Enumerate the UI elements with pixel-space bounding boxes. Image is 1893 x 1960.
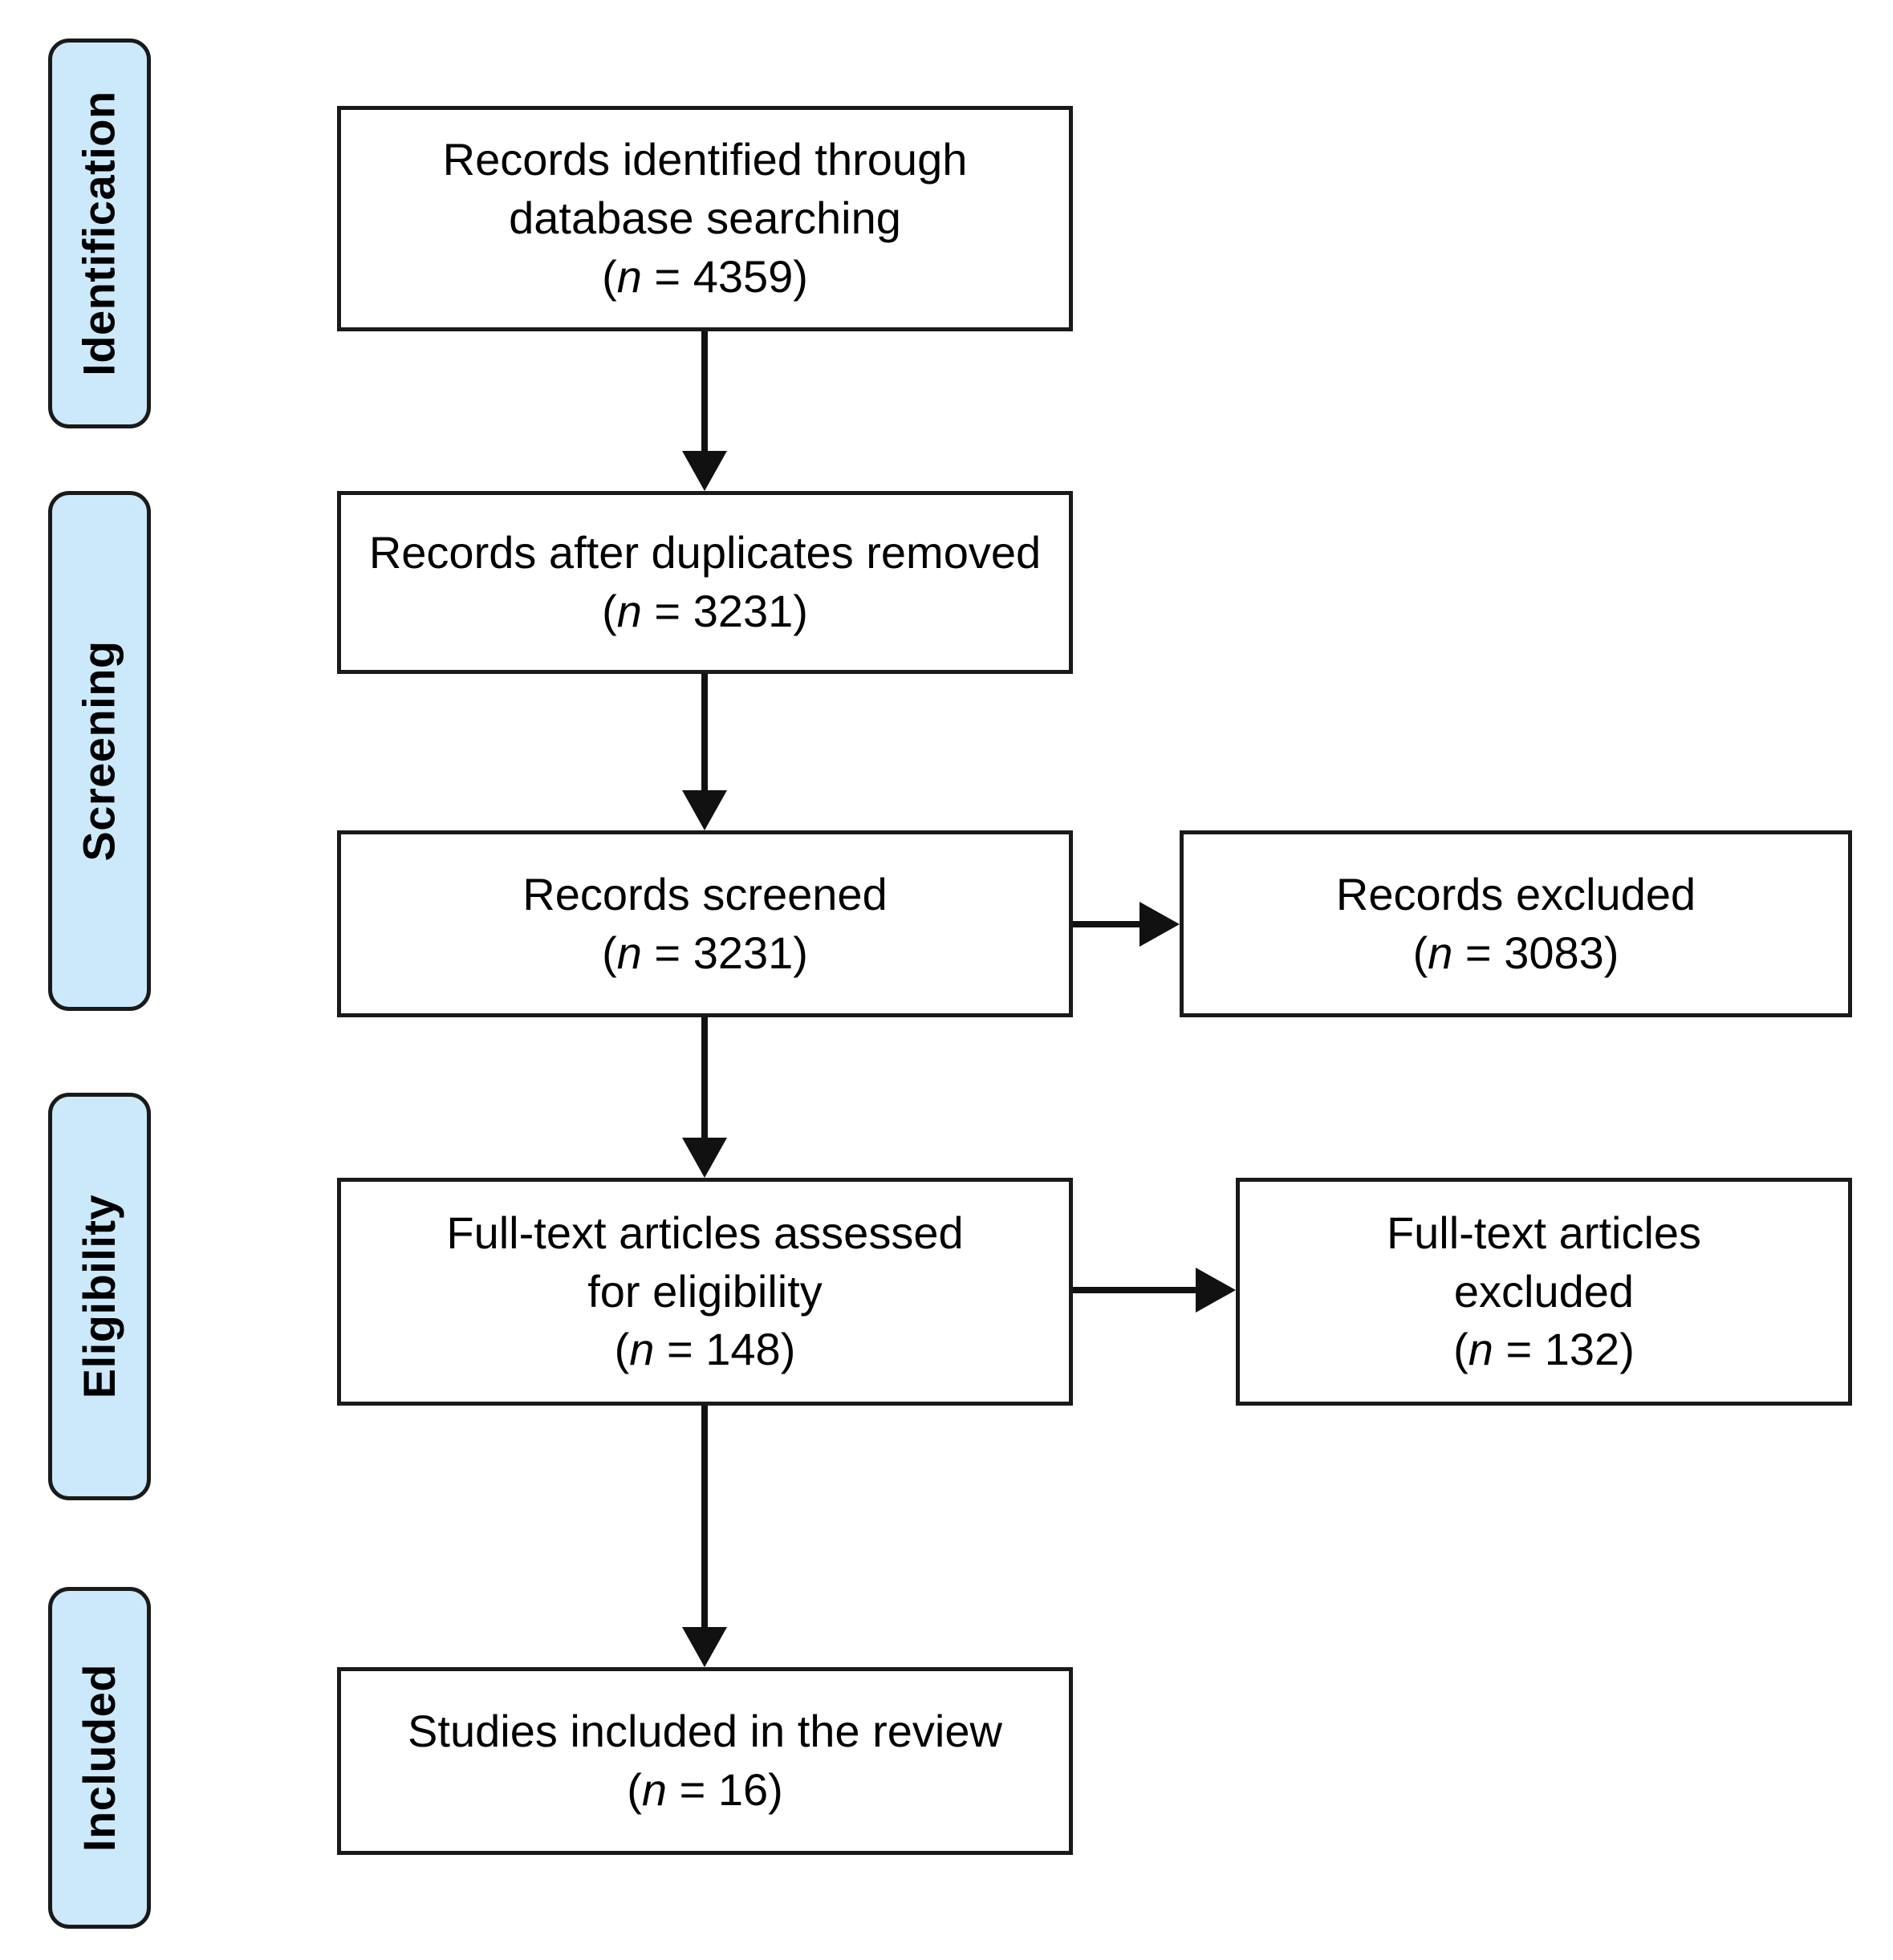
n-symbol: n: [1468, 1324, 1493, 1375]
box-fulltext-excluded-line2: excluded: [1453, 1265, 1635, 1317]
box-records-screened-count: (n = 3231): [602, 924, 808, 983]
n-value: 3231: [693, 586, 794, 636]
paren-close: ): [768, 1764, 783, 1815]
paren-open: (: [614, 1324, 630, 1375]
n-value: 3083: [1504, 927, 1604, 978]
paren-close: ): [793, 927, 808, 978]
stage-tab-eligibility-label: Eligibility: [74, 1194, 125, 1399]
n-symbol: n: [616, 586, 642, 636]
paren-close: ): [1619, 1324, 1635, 1375]
box-records-excluded-count: (n = 3083): [1413, 924, 1619, 983]
equals: =: [667, 1764, 718, 1815]
paren-close: ): [793, 586, 808, 636]
paren-close: ): [793, 250, 808, 302]
box-records-identified-line1: Records identified through: [442, 134, 968, 185]
paren-open: (: [1412, 927, 1428, 978]
paren-close: ): [1603, 927, 1619, 978]
box-records-after-duplicates-count: (n = 3231): [602, 582, 808, 641]
paren-close: ): [780, 1324, 796, 1375]
n-symbol: n: [641, 1764, 668, 1815]
equals: =: [1493, 1324, 1545, 1375]
box-records-identified-count: (n = 4359): [602, 248, 808, 306]
n-symbol: n: [616, 927, 642, 978]
n-value: 132: [1544, 1324, 1620, 1375]
box-records-after-duplicates: Records after duplicates removed (n = 32…: [337, 491, 1073, 674]
box-fulltext-excluded-line1: Full-text articles: [1386, 1207, 1702, 1258]
box-records-excluded-line1: Records excluded: [1335, 868, 1696, 919]
stage-tab-identification-label: Identification: [74, 91, 125, 376]
paren-open: (: [602, 927, 617, 978]
box-records-screened: Records screened (n = 3231): [337, 830, 1073, 1017]
arrow-fulltext-to-included: [682, 1406, 727, 1667]
arrow-identified-to-duplicates: [682, 331, 727, 491]
box-fulltext-assessed: Full-text articles assessed for eligibil…: [337, 1178, 1073, 1406]
n-value: 16: [717, 1764, 769, 1815]
stage-tab-included: Included: [48, 1587, 151, 1929]
box-records-identified: Records identified through database sear…: [337, 106, 1073, 331]
equals: =: [641, 586, 693, 636]
n-value: 4359: [693, 250, 794, 302]
box-fulltext-assessed-line2: for eligibility: [587, 1265, 823, 1317]
box-records-screened-line1: Records screened: [522, 868, 888, 919]
equals: =: [641, 250, 693, 302]
paren-open: (: [602, 586, 617, 636]
arrow-screened-to-fulltext: [682, 1017, 727, 1178]
arrow-screened-to-excluded: [1073, 902, 1180, 947]
stage-tab-included-label: Included: [74, 1663, 125, 1852]
equals: =: [654, 1324, 706, 1375]
stage-tab-eligibility: Eligibility: [48, 1093, 151, 1500]
equals: =: [641, 927, 693, 978]
box-records-excluded: Records excluded (n = 3083): [1180, 830, 1852, 1017]
n-symbol: n: [1428, 927, 1453, 978]
n-value: 148: [705, 1324, 781, 1375]
stage-tab-screening-label: Screening: [74, 640, 125, 862]
box-fulltext-assessed-line1: Full-text articles assessed: [446, 1207, 964, 1258]
n-symbol: n: [629, 1324, 655, 1375]
paren-open: (: [627, 1764, 642, 1815]
stage-tab-screening: Screening: [48, 491, 151, 1011]
box-records-identified-line2: database searching: [509, 193, 901, 244]
stage-tab-identification: Identification: [48, 39, 151, 428]
n-value: 3231: [693, 927, 794, 978]
box-fulltext-assessed-count: (n = 148): [615, 1321, 796, 1379]
n-symbol: n: [616, 250, 642, 302]
arrow-fulltext-to-fulltext-excluded: [1073, 1268, 1236, 1313]
box-studies-included-line1: Studies included in the review: [408, 1706, 1002, 1757]
box-studies-included: Studies included in the review (n = 16): [337, 1667, 1073, 1855]
equals: =: [1452, 927, 1505, 978]
box-studies-included-count: (n = 16): [627, 1761, 783, 1820]
box-fulltext-excluded-count: (n = 132): [1453, 1321, 1635, 1379]
arrow-duplicates-to-screened: [682, 674, 727, 830]
box-records-after-duplicates-line1: Records after duplicates removed: [368, 527, 1042, 578]
box-fulltext-excluded: Full-text articles excluded (n = 132): [1236, 1178, 1852, 1406]
paren-open: (: [602, 250, 617, 302]
paren-open: (: [1453, 1324, 1468, 1375]
